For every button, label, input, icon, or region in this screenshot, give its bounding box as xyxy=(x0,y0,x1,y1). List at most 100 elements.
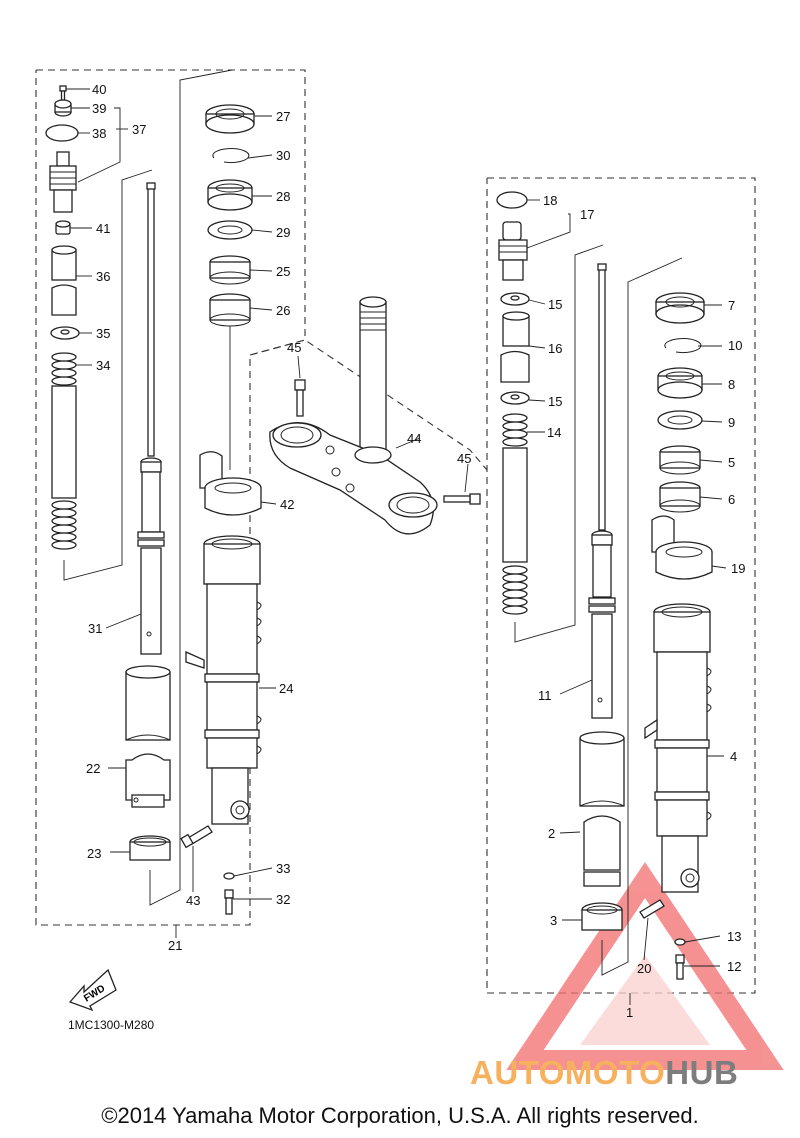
part-17-cap-bolt xyxy=(498,221,528,281)
part-13-washer xyxy=(674,938,686,946)
part-29-washer xyxy=(207,220,253,240)
callout-17: 17 xyxy=(580,207,594,222)
callout-36: 36 xyxy=(96,269,110,284)
callout-19: 19 xyxy=(731,561,745,576)
part-45-bolt-upper xyxy=(294,379,306,417)
callout-25: 25 xyxy=(276,264,290,279)
callout-42: 42 xyxy=(280,497,294,512)
callout-29: 29 xyxy=(276,225,290,240)
part-28-oil-seal xyxy=(207,179,253,211)
part-42-protector xyxy=(199,451,262,516)
callout-15a: 15 xyxy=(548,297,562,312)
callout-43: 43 xyxy=(186,893,200,908)
part-8-oil-seal xyxy=(657,367,703,399)
callout-21: 21 xyxy=(168,938,182,953)
callouts: 1 2 3 4 5 6 7 8 9 10 11 12 13 14 15 15 1… xyxy=(86,82,745,1020)
part-24-outer-tube xyxy=(185,535,262,825)
part-23-bushing xyxy=(129,835,171,861)
callout-39: 39 xyxy=(92,101,106,116)
part-15-washer-lower xyxy=(500,391,530,405)
part-18-o-ring xyxy=(496,191,528,209)
part-26-bushing xyxy=(209,293,251,327)
part-33-washer xyxy=(223,872,235,880)
part-20-bolt xyxy=(639,899,665,919)
part-38-o-ring xyxy=(45,124,79,142)
callout-8: 8 xyxy=(728,377,735,392)
part-4-outer-tube xyxy=(644,603,712,893)
callout-24: 24 xyxy=(279,681,293,696)
part-3-bushing xyxy=(581,902,623,931)
callout-30: 30 xyxy=(276,148,290,163)
part-6-bushing xyxy=(659,481,701,513)
callout-34: 34 xyxy=(96,358,110,373)
part-34-spring xyxy=(51,352,77,550)
leader-lines xyxy=(66,88,727,1005)
part-19-protector xyxy=(651,515,713,580)
fwd-arrow-icon: FWD xyxy=(68,968,117,1012)
bracket-boundary xyxy=(249,339,488,471)
part-35-washer xyxy=(50,326,80,340)
callout-1: 1 xyxy=(626,1005,633,1020)
part-32-bolt xyxy=(224,889,234,915)
part-41-nut xyxy=(55,220,71,235)
callout-16: 16 xyxy=(548,341,562,356)
callout-3: 3 xyxy=(550,913,557,928)
part-15-washer-upper xyxy=(500,292,530,306)
callout-45a: 45 xyxy=(287,340,301,355)
callout-23: 23 xyxy=(87,846,101,861)
callout-20: 20 xyxy=(637,961,651,976)
part-30-clip xyxy=(212,148,250,164)
part-7-dust-seal xyxy=(655,292,705,324)
callout-37: 37 xyxy=(132,122,146,137)
callout-11: 11 xyxy=(538,688,552,703)
callout-26: 26 xyxy=(276,303,290,318)
part-9-washer xyxy=(657,410,703,430)
callout-40: 40 xyxy=(92,82,106,97)
watermark-triangle xyxy=(506,861,784,1070)
callout-14: 14 xyxy=(547,425,561,440)
callout-18: 18 xyxy=(543,193,557,208)
callout-12: 12 xyxy=(727,959,741,974)
part-31-damper-rod xyxy=(137,182,165,655)
part-16-spacer xyxy=(500,311,530,383)
callout-44: 44 xyxy=(407,431,421,446)
watermark-text-part2: HUB xyxy=(665,1054,739,1091)
part-39-nut xyxy=(54,99,72,117)
part-45-bolt-right xyxy=(443,493,481,505)
callout-28: 28 xyxy=(276,189,290,204)
callout-31: 31 xyxy=(88,621,102,636)
part-5-bushing xyxy=(659,445,701,475)
part-14-spring xyxy=(502,413,528,615)
callout-15b: 15 xyxy=(548,394,562,409)
callout-38: 38 xyxy=(92,126,106,141)
part-36-spacer xyxy=(51,245,77,316)
right-assembly-boundary xyxy=(486,177,756,994)
callout-5: 5 xyxy=(728,455,735,470)
part-11-damper-rod xyxy=(588,263,616,719)
callout-41: 41 xyxy=(96,221,110,236)
part-37-cap-bolt xyxy=(49,151,77,213)
callout-7: 7 xyxy=(728,298,735,313)
part-43-bolt xyxy=(180,825,213,849)
part-22-bushing xyxy=(125,665,171,808)
callout-35: 35 xyxy=(96,326,110,341)
callout-10: 10 xyxy=(728,338,742,353)
callout-4: 4 xyxy=(730,749,737,764)
callout-2: 2 xyxy=(548,826,555,841)
part-12-bolt xyxy=(675,954,685,980)
callout-22: 22 xyxy=(86,761,100,776)
callout-32: 32 xyxy=(276,892,290,907)
callout-13: 13 xyxy=(727,929,741,944)
callout-45b: 45 xyxy=(457,451,471,466)
diagram-code: 1MC1300-M280 xyxy=(68,1018,155,1032)
callout-6: 6 xyxy=(728,492,735,507)
watermark-text: AUTOMOTOHUB xyxy=(470,1054,738,1092)
part-40-screw xyxy=(59,85,67,101)
part-2-bushing xyxy=(579,731,625,887)
part-44-lower-bracket xyxy=(269,296,438,535)
part-27-dust-seal xyxy=(205,104,255,134)
callout-9: 9 xyxy=(728,415,735,430)
part-10-clip xyxy=(664,338,702,354)
part-25-bushing xyxy=(209,255,251,285)
